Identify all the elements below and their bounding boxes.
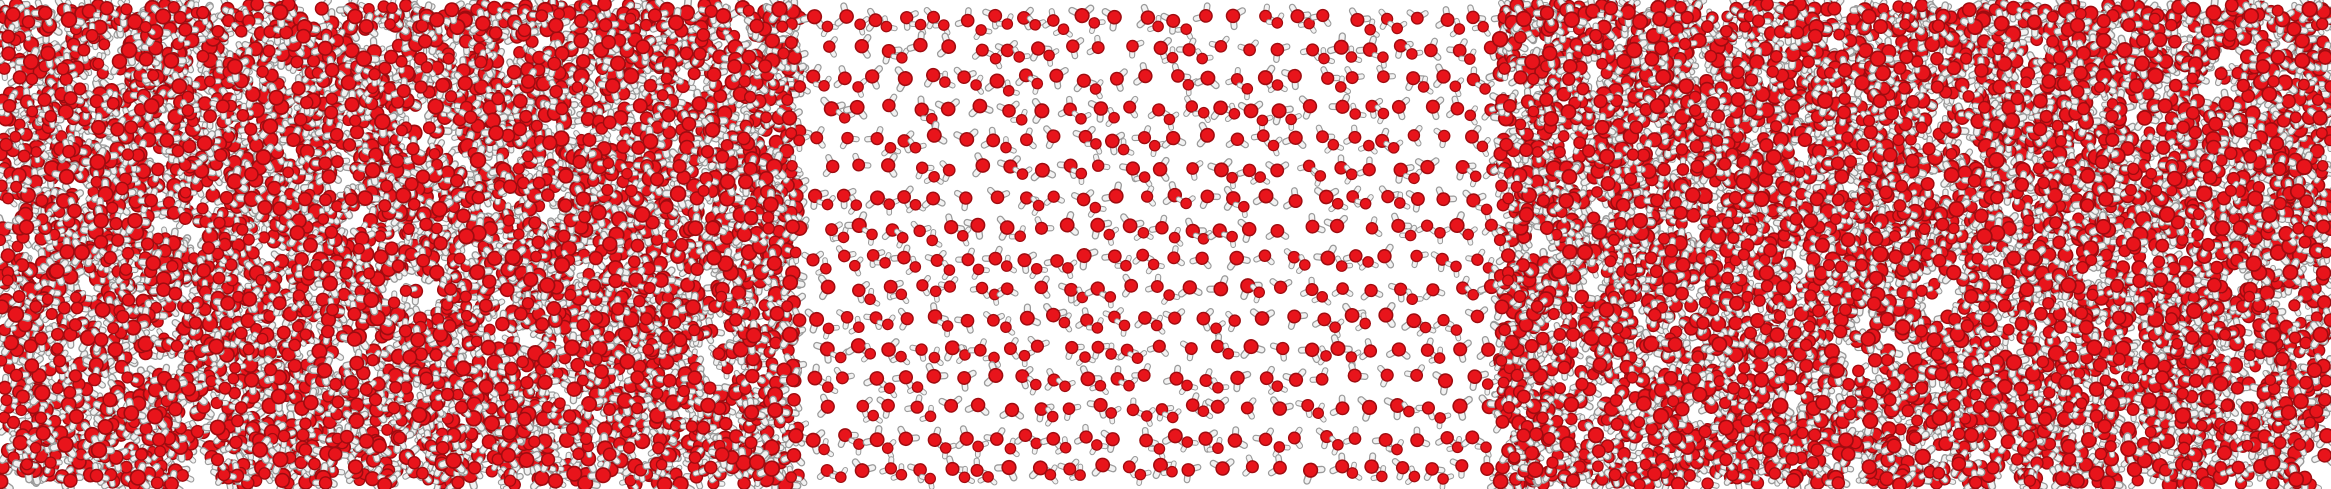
water-ice-interface-render xyxy=(0,0,2331,489)
molecular-snapshot xyxy=(0,0,2331,489)
background xyxy=(0,0,2331,489)
